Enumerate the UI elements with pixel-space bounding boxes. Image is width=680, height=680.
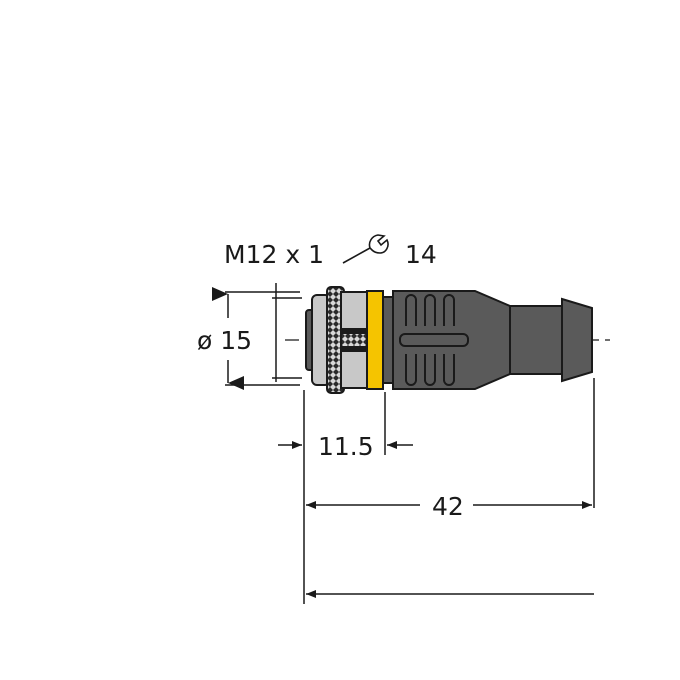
thread-label: M12 x 1 <box>224 240 324 269</box>
diameter-label: ø 15 <box>197 326 252 355</box>
total-length-label: 42 <box>432 492 464 521</box>
coupling-length-label: 11.5 <box>318 432 374 461</box>
wrench-size-label: 14 <box>405 240 437 269</box>
diameter-dimension <box>212 283 302 390</box>
extension-lines <box>303 378 595 604</box>
wrench-icon <box>342 234 389 264</box>
connector-body <box>305 286 593 394</box>
